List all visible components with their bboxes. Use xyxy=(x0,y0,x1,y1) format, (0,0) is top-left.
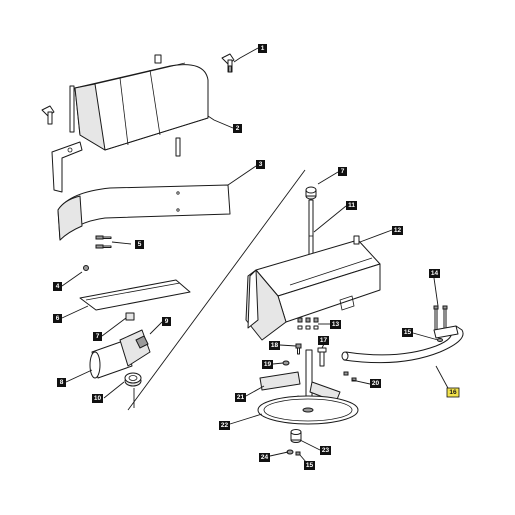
part-9-gearbox xyxy=(119,329,151,367)
part-11-shaft xyxy=(308,199,314,261)
callout-6[interactable]: 6 xyxy=(53,314,62,323)
callout-20[interactable]: 20 xyxy=(370,379,381,388)
callout-14-label: 14 xyxy=(431,270,439,277)
callout-14[interactable]: 14 xyxy=(429,269,440,278)
callout-16-label: 16 xyxy=(449,389,457,396)
callout-5[interactable]: 5 xyxy=(135,240,144,249)
part-8-motor xyxy=(89,339,133,379)
callout-5-label: 5 xyxy=(138,241,142,248)
callout-10[interactable]: 10 xyxy=(92,394,103,403)
callout-3-label: 3 xyxy=(259,161,263,168)
part-6-flat-plate xyxy=(79,279,191,311)
callout-10-label: 10 xyxy=(94,395,102,402)
part-1-wing-knob xyxy=(221,53,235,73)
callout-21-label: 21 xyxy=(237,394,245,401)
part-20-short-bolts xyxy=(343,371,357,382)
callout-12-label: 12 xyxy=(394,227,402,234)
callout-15-bottom-label: 15 xyxy=(306,462,314,469)
callout-1[interactable]: 1 xyxy=(258,44,267,53)
section-divider-line xyxy=(127,169,306,411)
callout-24-label: 24 xyxy=(261,454,269,461)
part-4-small-bolt xyxy=(83,265,89,271)
leader-lines xyxy=(61,47,450,463)
part-17-post xyxy=(317,347,327,367)
callout-15-right-label: 15 xyxy=(404,329,412,336)
part-2-hopper-cover xyxy=(51,54,209,193)
part-7-collar-right xyxy=(305,186,317,200)
part-12-spreader-frame xyxy=(245,235,381,341)
part-7-nut-left xyxy=(125,312,135,321)
part-15-bottom-nut xyxy=(295,451,301,456)
callout-16-highlighted[interactable]: 16 xyxy=(446,387,460,398)
callout-8-label: 8 xyxy=(60,379,64,386)
part-10-coupler xyxy=(124,372,142,387)
part-5-screws xyxy=(95,235,112,249)
callout-22[interactable]: 22 xyxy=(219,421,230,430)
callout-9[interactable]: 9 xyxy=(162,317,171,326)
callout-18[interactable]: 18 xyxy=(269,341,280,350)
callout-7-left-label: 7 xyxy=(96,333,100,340)
callout-2[interactable]: 2 xyxy=(233,124,242,133)
callout-20-label: 20 xyxy=(372,380,380,387)
callout-17[interactable]: 17 xyxy=(318,336,329,345)
callout-11-label: 11 xyxy=(348,202,355,209)
part-18-bolt xyxy=(295,343,302,355)
callout-7-right-label: 7 xyxy=(341,168,345,175)
callout-8[interactable]: 8 xyxy=(57,378,66,387)
part-23-bushing xyxy=(290,429,302,443)
callout-23[interactable]: 23 xyxy=(320,446,331,455)
callout-13-label: 13 xyxy=(332,321,340,328)
part-3-deflector-sheet xyxy=(57,184,231,241)
callout-11[interactable]: 11 xyxy=(346,201,357,210)
callout-1-label: 1 xyxy=(261,45,265,52)
part-22-spinner-disc xyxy=(257,395,359,425)
callout-22-label: 22 xyxy=(221,422,229,429)
part-16-guard-hoop xyxy=(341,325,464,364)
callout-24[interactable]: 24 xyxy=(259,453,270,462)
callout-13[interactable]: 13 xyxy=(330,320,341,329)
callout-19-label: 19 xyxy=(264,361,272,368)
callout-7-left[interactable]: 7 xyxy=(93,332,102,341)
callout-2-label: 2 xyxy=(236,125,240,132)
callout-18-label: 18 xyxy=(271,342,279,349)
callout-7-right[interactable]: 7 xyxy=(338,167,347,176)
callout-3[interactable]: 3 xyxy=(256,160,265,169)
part-13-bolt-set xyxy=(297,317,319,330)
callout-17-label: 17 xyxy=(320,337,328,344)
callout-6-label: 6 xyxy=(56,315,60,322)
part-2-side-knob xyxy=(41,105,55,125)
callout-9-label: 9 xyxy=(165,318,169,325)
callout-12[interactable]: 12 xyxy=(392,226,403,235)
callout-4-label: 4 xyxy=(56,283,60,290)
callout-15-right[interactable]: 15 xyxy=(402,328,413,337)
callout-4[interactable]: 4 xyxy=(53,282,62,291)
callout-21[interactable]: 21 xyxy=(235,393,246,402)
callout-19[interactable]: 19 xyxy=(262,360,273,369)
callout-15-bottom[interactable]: 15 xyxy=(304,461,315,470)
part-14-long-bolts xyxy=(433,305,448,332)
part-19-washer xyxy=(282,360,290,366)
callout-23-label: 23 xyxy=(322,447,330,454)
